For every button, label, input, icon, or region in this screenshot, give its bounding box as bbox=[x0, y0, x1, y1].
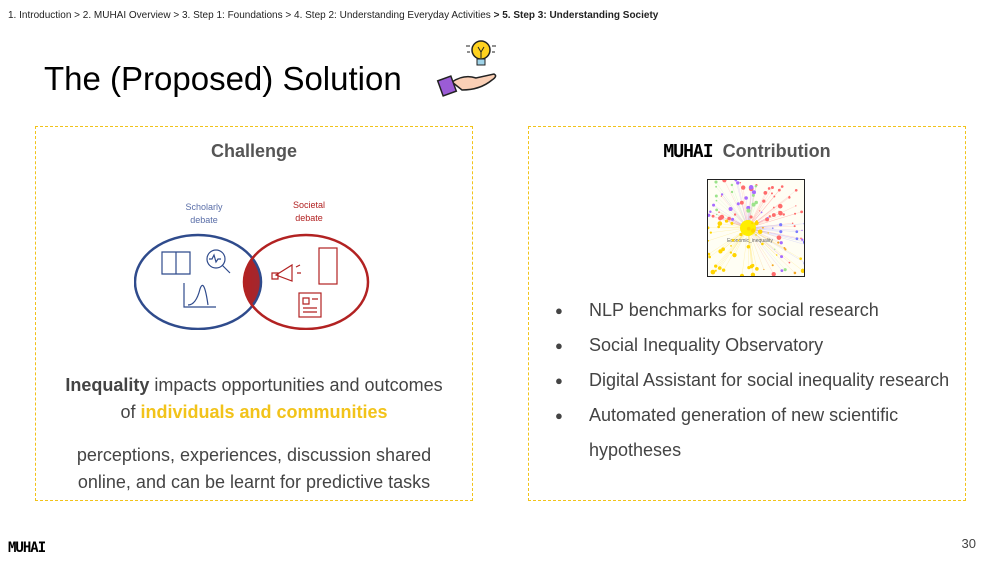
page-number: 30 bbox=[961, 536, 976, 551]
page-title: The (Proposed) Solution bbox=[44, 60, 402, 97]
graph-label: Economic_inequality bbox=[727, 238, 773, 244]
venn-right-label-1: Societal bbox=[293, 200, 325, 210]
network-graph-image: Economic_inequality bbox=[707, 179, 805, 277]
challenge-statement: Inequality impacts opportunities and out… bbox=[65, 375, 443, 422]
venn-diagram: Scholarly debate Societal debate bbox=[134, 200, 370, 330]
breadcrumb-current: 5. Step 3: Understanding Society bbox=[502, 10, 659, 21]
contribution-list: NLP benchmarks for social research Socia… bbox=[555, 293, 955, 468]
footer-logo: MUHAI bbox=[8, 540, 46, 556]
venn-left-label-2: debate bbox=[190, 215, 218, 225]
list-item: Social Inequality Observatory bbox=[555, 328, 955, 363]
challenge-detail: perceptions, experiences, discussion sha… bbox=[76, 445, 432, 492]
muhai-logo: MUHAI bbox=[663, 141, 713, 162]
venn-left-label-1: Scholarly bbox=[185, 202, 223, 212]
book-icon bbox=[161, 251, 191, 275]
challenge-title: Challenge bbox=[210, 141, 298, 161]
hand-lightbulb-icon bbox=[436, 40, 497, 97]
breadcrumb-item[interactable]: 3. Step 1: Foundations bbox=[181, 10, 283, 21]
contribution-panel: MUHAI Contribution Economic_inequality N… bbox=[528, 126, 966, 501]
newspaper-icon bbox=[298, 292, 322, 318]
breadcrumb-item[interactable]: 4. Step 2: Understanding Everyday Activi… bbox=[294, 10, 491, 21]
breadcrumb-item[interactable]: 1. Introduction bbox=[8, 10, 72, 21]
list-item: Automated generation of new scientific h… bbox=[555, 398, 955, 468]
contribution-title: MUHAI Contribution bbox=[663, 141, 831, 162]
bell-curve-icon bbox=[183, 283, 216, 308]
phone-justice-icon bbox=[318, 247, 338, 285]
venn-right-label-2: debate bbox=[295, 213, 323, 223]
breadcrumb-item[interactable]: 2. MUHAI Overview bbox=[82, 10, 171, 21]
breadcrumb: 1. Introduction > 2. MUHAI Overview > 3.… bbox=[8, 10, 659, 21]
list-item: NLP benchmarks for social research bbox=[555, 293, 955, 328]
magnifier-icon bbox=[206, 249, 231, 274]
challenge-panel: Challenge Scholarly debate Societal deba… bbox=[35, 126, 473, 501]
list-item: Digital Assistant for social inequality … bbox=[555, 363, 955, 398]
megaphone-icon bbox=[271, 263, 301, 282]
